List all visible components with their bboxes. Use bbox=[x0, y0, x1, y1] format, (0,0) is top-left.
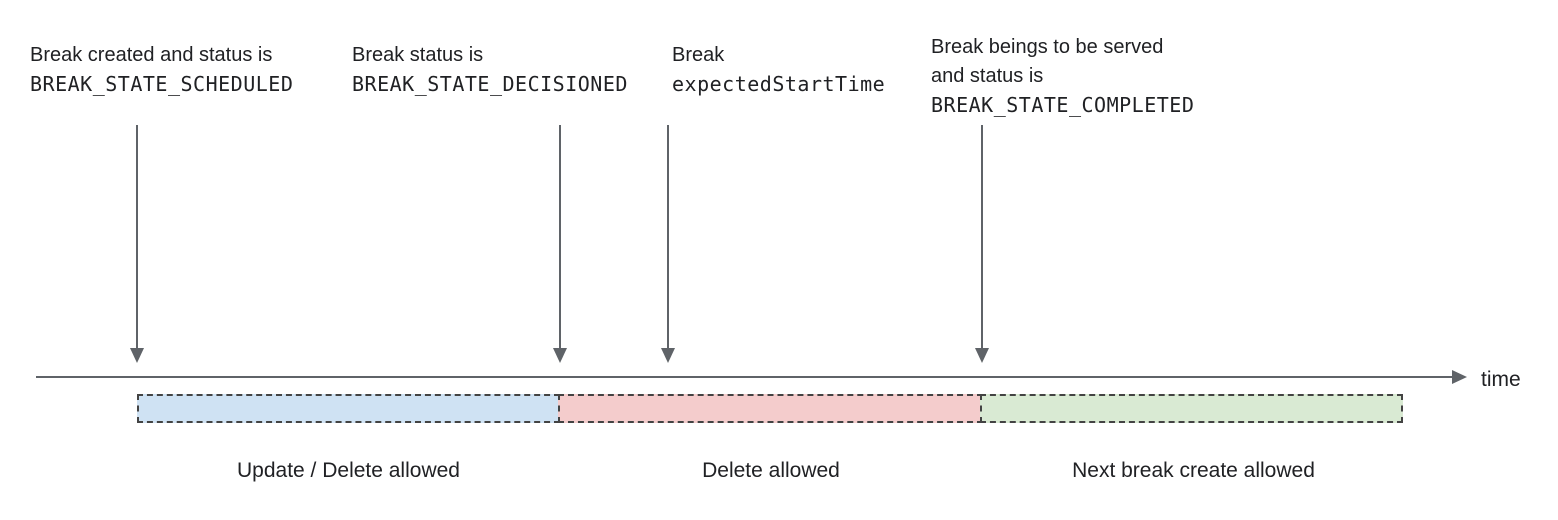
annotation-decisioned-text: Break status is bbox=[352, 44, 484, 66]
down-arrow-icon bbox=[661, 125, 675, 363]
annotation-scheduled-text: Break created and status is bbox=[30, 44, 273, 66]
annotation-expected-start-time: Break expectedStartTime bbox=[672, 41, 885, 99]
annotation-decisioned-code: BREAK_STATE_DECISIONED bbox=[352, 72, 628, 96]
annotation-completed-text-2: and status is bbox=[931, 65, 1044, 87]
annotation-completed: Break beings to be served and status is … bbox=[931, 33, 1194, 120]
annotation-decisioned: Break status is BREAK_STATE_DECISIONED bbox=[352, 41, 628, 99]
segment-label-delete: Delete allowed bbox=[702, 459, 840, 482]
annotation-scheduled: Break created and status is BREAK_STATE_… bbox=[30, 41, 293, 99]
annotation-completed-text-1: Break beings to be served bbox=[931, 36, 1164, 58]
arrow-shaft bbox=[667, 125, 669, 349]
segment-label-next-break-create: Next break create allowed bbox=[1072, 459, 1315, 482]
down-arrow-icon bbox=[553, 125, 567, 363]
segment-label-update-delete: Update / Delete allowed bbox=[237, 459, 460, 482]
arrow-head bbox=[553, 348, 567, 363]
down-arrow-icon bbox=[130, 125, 144, 363]
annotation-completed-code: BREAK_STATE_COMPLETED bbox=[931, 93, 1195, 117]
time-axis-label: time bbox=[1481, 368, 1521, 391]
arrow-shaft bbox=[559, 125, 561, 349]
segment-next-break-create-allowed bbox=[980, 394, 1403, 423]
segment-update-delete-allowed bbox=[137, 394, 560, 423]
arrow-head bbox=[130, 348, 144, 363]
arrow-head bbox=[661, 348, 675, 363]
segment-delete-allowed bbox=[557, 394, 983, 423]
down-arrow-icon bbox=[975, 125, 989, 363]
annotation-expected-start-time-text: Break bbox=[672, 44, 725, 66]
annotation-expected-start-time-code: expectedStartTime bbox=[672, 72, 886, 96]
time-axis-arrow-icon bbox=[1452, 370, 1467, 384]
segments-bar bbox=[137, 394, 1403, 423]
arrow-head bbox=[975, 348, 989, 363]
arrow-shaft bbox=[981, 125, 983, 349]
time-axis-line bbox=[36, 376, 1453, 378]
arrow-shaft bbox=[136, 125, 138, 349]
annotation-scheduled-code: BREAK_STATE_SCHEDULED bbox=[30, 72, 294, 96]
